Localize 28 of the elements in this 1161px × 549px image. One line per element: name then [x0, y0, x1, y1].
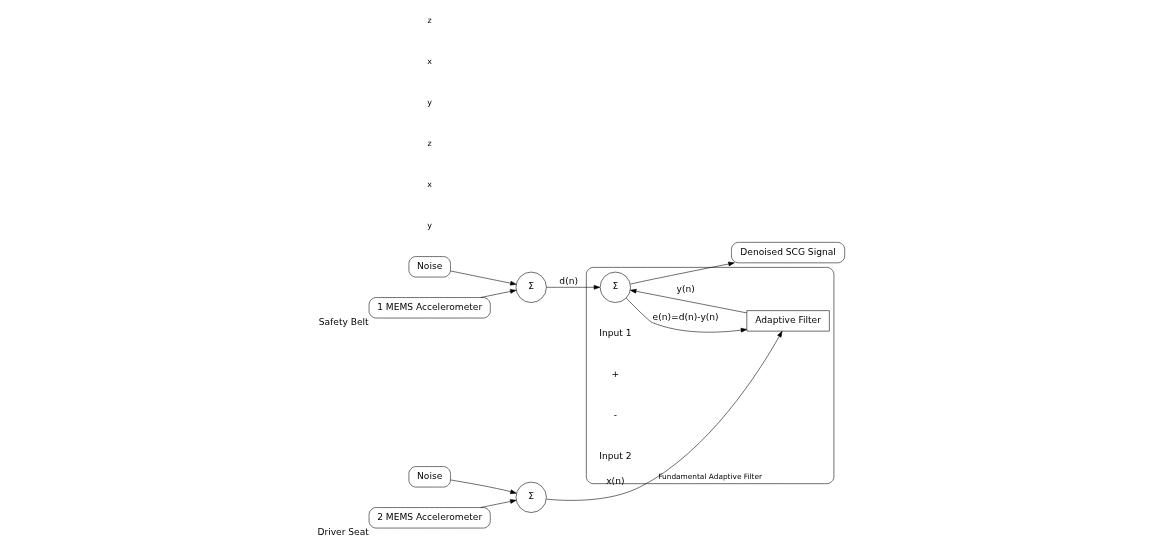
arrow [545, 285, 600, 290]
node-box: 1 MEMS Accelerometer [368, 297, 491, 319]
edge-label: e(n)=d(n)-y(n) [652, 311, 719, 322]
node-box: Denoised SCG Signal [730, 242, 845, 264]
node-box: 2 MEMS Accelerometer [368, 507, 491, 529]
edge-label: y(n) [676, 283, 695, 294]
node-circle: Σ [515, 271, 547, 303]
arrow [479, 289, 516, 298]
node-box: Noise [408, 466, 451, 488]
node-box: Noise [408, 256, 451, 278]
node-label: Driver Seat [316, 527, 369, 538]
arrow [479, 499, 516, 508]
edge-label: d(n) [558, 276, 578, 287]
node-circle: Σ [599, 271, 631, 303]
label: - [613, 409, 617, 420]
edge-label: x(n) [605, 476, 624, 487]
arrow [545, 331, 782, 501]
label: Input 1 [598, 327, 631, 338]
arrow [629, 261, 735, 285]
label: + [611, 368, 619, 379]
label: Input 2 [598, 450, 631, 461]
node-box: Adaptive Filter [746, 310, 830, 332]
arrow [625, 297, 747, 333]
node-circle: Σ [515, 481, 547, 513]
arrow [629, 289, 747, 314]
arrow [449, 270, 516, 286]
arrow [449, 479, 517, 494]
node-label: Safety Belt [318, 317, 369, 328]
